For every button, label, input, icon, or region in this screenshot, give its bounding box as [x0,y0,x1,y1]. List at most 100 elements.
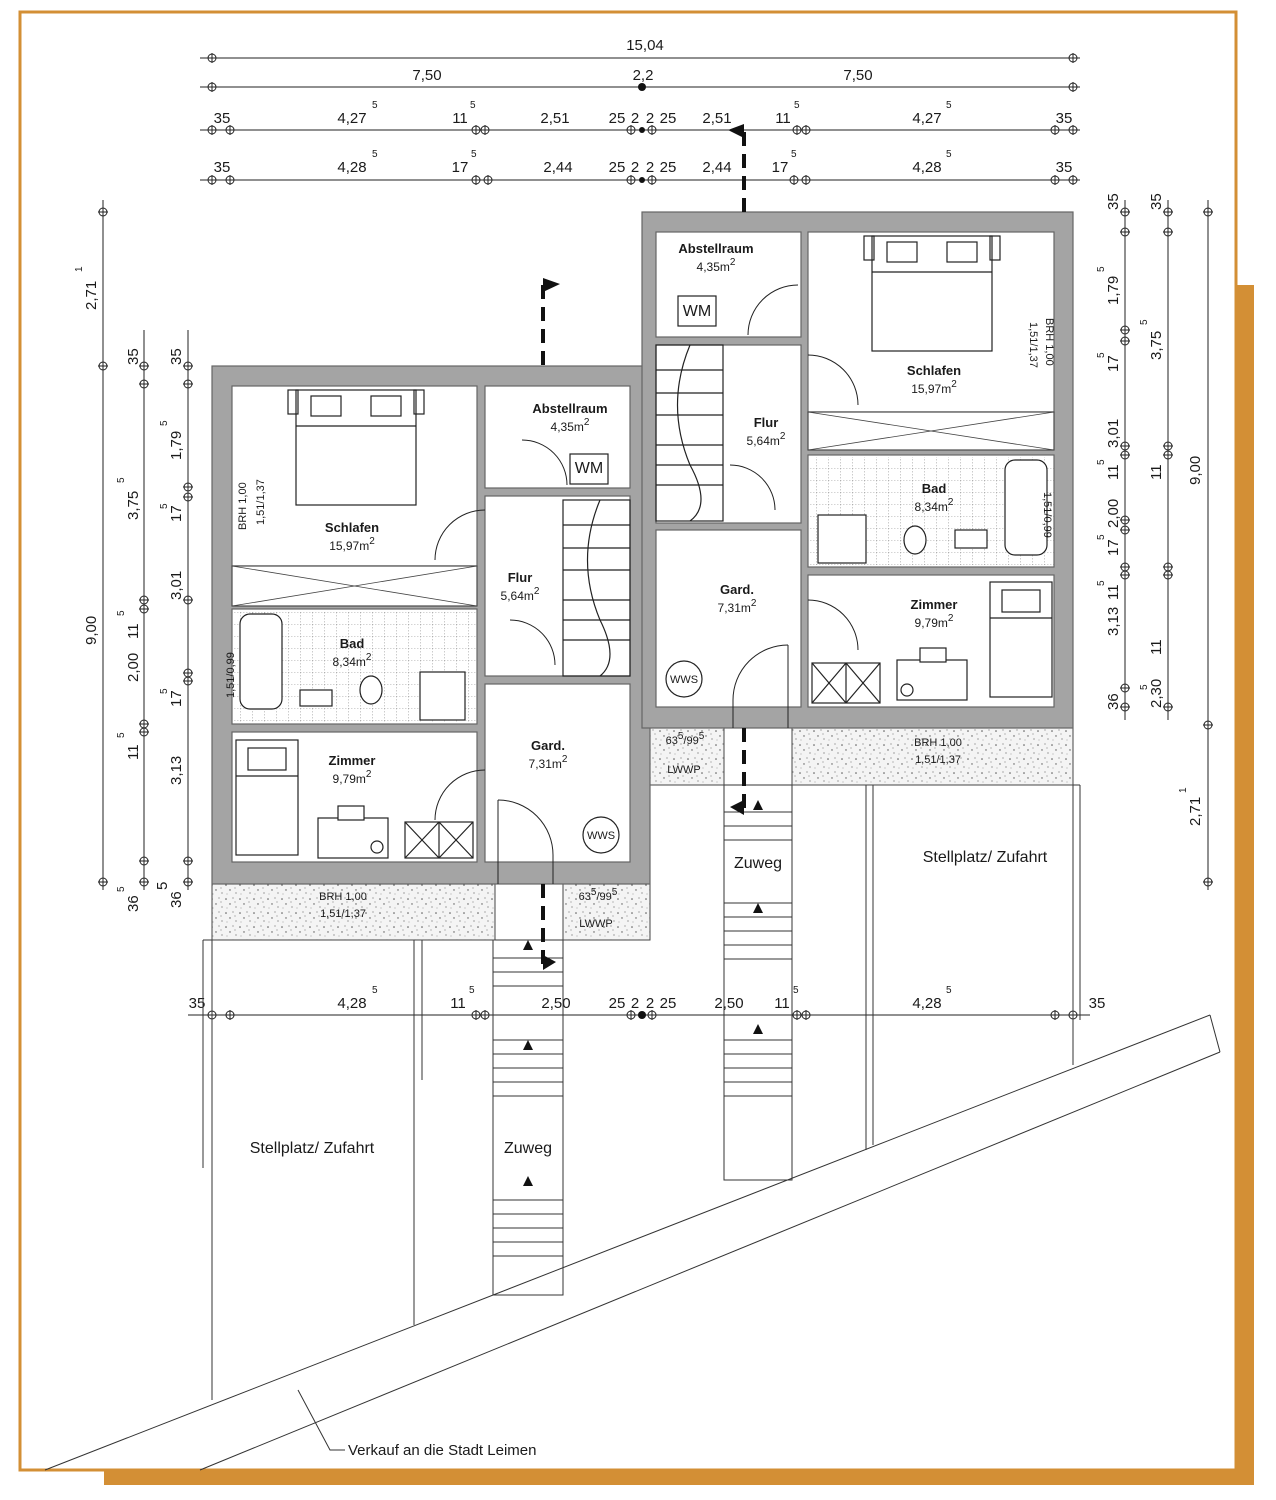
dim-li-179: 1,79 [168,431,185,460]
rh-stellplatz: Stellplatz/ Zufahrt [923,849,1048,866]
lh-gard: Gard. [531,738,565,753]
dim-r-17b: 17 [1105,539,1122,556]
dim-r-17bs: 5 [1096,534,1107,540]
dim-r3-271: 2,71 [1187,797,1204,826]
dim-r3-2: 11 [450,995,466,1012]
dim-r3-6: 2 [646,995,654,1012]
right-house-furniture [665,235,1053,704]
dim-r1-1: 4,27 [337,110,366,127]
dim-r2-11: 11 [1148,464,1165,480]
dim-r2-7: 25 [660,159,677,176]
dim-r2-8: 2,44 [702,159,731,176]
dim-total: 15,04 [626,37,664,54]
rh-window-size: 1,51/1,37 [1027,322,1039,368]
lh-zimmer-area: 9,79m2 [333,769,372,786]
dim-r2-9s: 5 [791,149,797,160]
rh-abstell: Abstellraum [678,241,753,256]
dim-r2-2s: 5 [471,149,477,160]
lh-abstell: Abstellraum [532,401,607,416]
dim-r1-3: 2,51 [540,110,569,127]
dim-lm-11b: 11 [125,744,142,760]
dim-r1-9s: 5 [794,100,800,111]
left-house-doors [434,439,568,884]
dim-r2-375s: 5 [1139,319,1150,325]
left-house-stairs [562,499,631,677]
lh-stellplatz: Stellplatz/ Zufahrt [250,1140,375,1157]
dim-r2-6: 2 [646,159,654,176]
dim-r3-1: 4,28 [337,995,366,1012]
dim-lm-36: 36 [125,895,142,912]
lh-wm: WM [575,460,603,477]
dim-lm-11a: 11 [125,623,142,639]
rh-gard-area: 7,31m2 [718,598,757,615]
dim-li-17bs: 5 [159,688,170,694]
dim-r3-271s: 1 [1178,787,1189,793]
dim-li-36: 36 [168,891,185,908]
rh-abstell-area: 4,35m2 [697,257,736,274]
zuweg-left-arrows [523,940,533,1186]
dim-l-271: 2,71 [83,281,100,310]
lh-front-brh: BRH 1,00 [319,891,367,903]
lh-window-brh: BRH 1,00 [237,482,249,530]
dim-r-179s: 5 [1096,266,1107,272]
lh-flur: Flur [508,570,533,585]
dim-r2-10s: 5 [946,149,952,160]
lh-bad: Bad [340,636,365,651]
lh-bad-window: 1,51/0,99 [225,652,237,698]
dim-lm-11bs: 5 [116,732,127,738]
rh-lwwp: LWWP [667,764,700,776]
lh-zuweg: Zuweg [504,1140,552,1157]
dim-lm-375: 3,75 [125,491,142,520]
dim-r-11b: 11 [1105,584,1122,600]
dim-r2-5: 2 [631,159,639,176]
lh-door: 635/995 [579,887,618,903]
dim-half-right: 7,50 [843,67,872,84]
lh-window-size: 1,51/1,37 [255,479,267,525]
lh-abstell-area: 4,35m2 [551,417,590,434]
dim-r1-10s: 5 [946,100,952,111]
dim-r2-9: 17 [772,159,789,176]
right-house-stairs [655,344,724,522]
dim-r-179: 1,79 [1105,276,1122,305]
dim-li-179s: 5 [159,420,170,426]
gravel-strips [211,727,1074,941]
dim-r1-2: 11 [452,110,468,127]
dim-r-313: 3,13 [1105,607,1122,636]
dim-r3-7: 25 [660,995,677,1012]
site-lines [44,784,1221,1471]
dim-r-11a: 11 [1105,464,1122,480]
dim-r1-0: 35 [214,110,231,127]
dim-r3-3: 2,50 [541,995,570,1012]
dim-r2-0: 35 [214,159,231,176]
dim-half-left: 7,50 [412,67,441,84]
dim-r2-1s: 5 [372,149,378,160]
dim-li-17b: 17 [168,690,185,707]
lh-flur-area: 5,64m2 [501,586,540,603]
dim-li-17a: 17 [168,505,185,522]
dim-li-313: 3,13 [168,756,185,785]
dim-r2-375: 3,75 [1148,331,1165,360]
rh-schlafen-area: 15,97m2 [911,379,957,396]
rh-flur-area: 5,64m2 [747,431,786,448]
dim-lm-11as: 5 [116,610,127,616]
rh-wm: WM [683,303,711,320]
dim-r1-10: 4,27 [912,110,941,127]
dim-lm-36s: 5 [116,886,127,892]
dim-r1-11: 35 [1056,110,1073,127]
dim-r3-10: 4,28 [912,995,941,1012]
lh-wws: WWS [587,830,615,842]
dim-r2-4: 25 [609,159,626,176]
dim-lm-200: 2,00 [125,653,142,682]
dim-r-200: 2,00 [1105,499,1122,528]
right-dimension-labels: 35 1,79 5 17 5 3,01 11 5 2,00 17 5 11 5 … [1096,193,1204,826]
dim-r2-11: 35 [1056,159,1073,176]
dim-r1-4: 25 [609,110,626,127]
left-house-section-marker [541,278,560,970]
dim-r3-5: 2 [631,995,639,1012]
rh-bad-window: 1,51/0,99 [1041,492,1053,538]
dim-r3-900: 9,00 [1187,456,1204,485]
dim-r2-230: 11 [1148,639,1165,655]
dim-r3-9s: 5 [793,985,799,996]
lh-zimmer: Zimmer [329,753,376,768]
dim-r1-7: 25 [660,110,677,127]
